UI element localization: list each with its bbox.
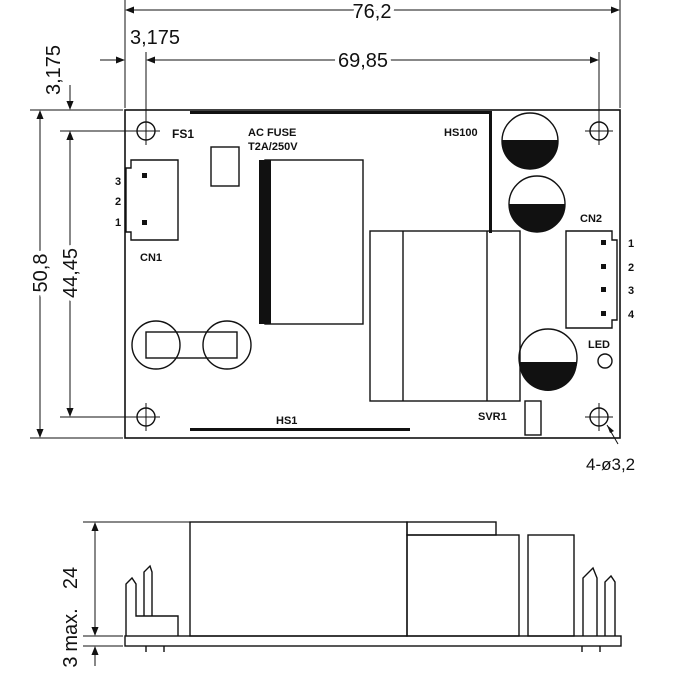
dim-hole-spacing-x: 69,85 (338, 50, 388, 72)
cn1-pin-1 (142, 220, 147, 225)
hole-spec-label: 4-ø3,2 (586, 455, 635, 474)
fs1-label: FS1 (172, 127, 194, 141)
heatsink-hs1-bar (190, 428, 410, 431)
output-transformer (369, 230, 521, 402)
dim-hole-spacing-y: 44,45 (60, 248, 82, 298)
svr1-trimmer (524, 400, 542, 436)
cn2-pin-label-3: 3 (628, 285, 634, 297)
cn1-connector (125, 159, 179, 241)
cn1-label: CN1 (140, 252, 162, 264)
heatsink-hs100-side (489, 111, 492, 233)
cn2-pin-2 (601, 264, 606, 269)
dim-side-standoff: 3 (60, 656, 82, 667)
mounting-hole-bottom-left (132, 403, 160, 431)
cn2-pin-1 (601, 240, 606, 245)
hs100-label: HS100 (444, 127, 478, 139)
dim-hole-offset-y: 3,175 (43, 45, 65, 95)
cn2-label: CN2 (580, 213, 602, 225)
transformer-core (259, 160, 271, 324)
mounting-hole-bottom-right (585, 403, 613, 431)
cn2-pin-4 (601, 311, 606, 316)
ac-fuse-label: AC FUSE (248, 127, 296, 139)
cn1-pin-label-3: 3 (115, 176, 121, 188)
cn2-connector (565, 230, 618, 329)
fuse-body (210, 146, 240, 187)
dim-side-height: 24 (60, 567, 82, 589)
cn2-pin-label-1: 1 (628, 238, 634, 250)
capacitor-1 (501, 112, 559, 170)
cn2-pin-label-2: 2 (628, 262, 634, 274)
mounting-hole-top-right (585, 117, 613, 145)
dim-hole-offset-x: 3,175 (130, 27, 180, 49)
svr1-label: SVR1 (478, 411, 507, 423)
capacitor-3 (518, 328, 578, 391)
capacitor-2 (508, 175, 566, 233)
led-indicator (597, 353, 613, 369)
cn1-pin-label-1: 1 (115, 217, 121, 229)
cn1-pin-label-2: 2 (115, 196, 121, 208)
input-choke (131, 320, 252, 370)
hs1-label: HS1 (276, 415, 297, 427)
led-label: LED (588, 339, 610, 351)
heatsink-hs100-bar (190, 111, 490, 114)
cn2-pin-label-4: 4 (628, 309, 635, 321)
dim-side-max: max. (60, 608, 82, 651)
fuse-rating-label: T2A/250V (248, 141, 298, 153)
cn2-pin-3 (601, 287, 606, 292)
dim-overall-width: 76,2 (353, 1, 392, 23)
side-view (124, 521, 622, 652)
dim-overall-height: 50,8 (30, 254, 52, 293)
mounting-hole-top-left (132, 117, 160, 145)
cn1-pin-3 (142, 173, 147, 178)
